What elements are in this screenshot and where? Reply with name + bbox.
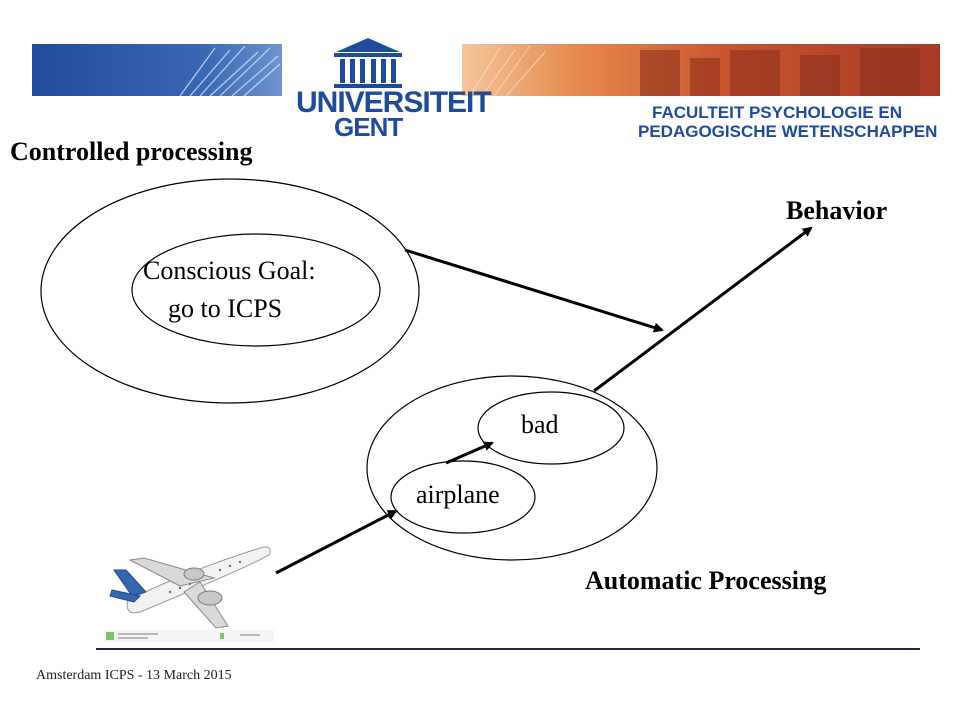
footer-divider <box>96 648 920 650</box>
conscious-goal-ellipse <box>131 233 381 347</box>
airplane-node-ellipse <box>390 460 536 534</box>
arrow-plane-to-airplane <box>275 509 398 575</box>
university-name-line2: GENT <box>334 112 403 142</box>
arrow-controlled-to-behavior-path <box>404 248 664 333</box>
bad-node-ellipse <box>477 391 625 465</box>
automatic-processing-title: Automatic Processing <box>585 566 827 595</box>
university-building-icon <box>334 38 402 88</box>
left-blue-band <box>32 44 282 96</box>
controlled-processing-ellipse <box>40 178 420 404</box>
conscious-goal-label-line2: go to ICPS <box>168 294 283 323</box>
arrow-airplane-to-bad <box>445 441 494 465</box>
controlled-processing-title: Controlled processing <box>10 137 253 166</box>
arrow-automatic-to-behavior <box>593 226 813 393</box>
university-name-line1: UNIVERSITEIT <box>296 86 492 119</box>
faculty-name-line1: FACULTEIT PSYCHOLOGIE EN <box>652 103 902 122</box>
bad-label: bad <box>521 410 559 439</box>
airplane-image <box>104 546 274 642</box>
airplane-label: airplane <box>416 480 500 509</box>
conscious-goal-label-line1: Conscious Goal: <box>143 256 316 285</box>
footer-text: Amsterdam ICPS - 13 March 2015 <box>36 668 232 683</box>
behavior-label: Behavior <box>786 196 888 225</box>
header-banner <box>32 38 940 97</box>
faculty-name-line2: PEDAGOGISCHE WETENSCHAPPEN <box>638 122 938 141</box>
automatic-processing-ellipse <box>366 375 658 561</box>
